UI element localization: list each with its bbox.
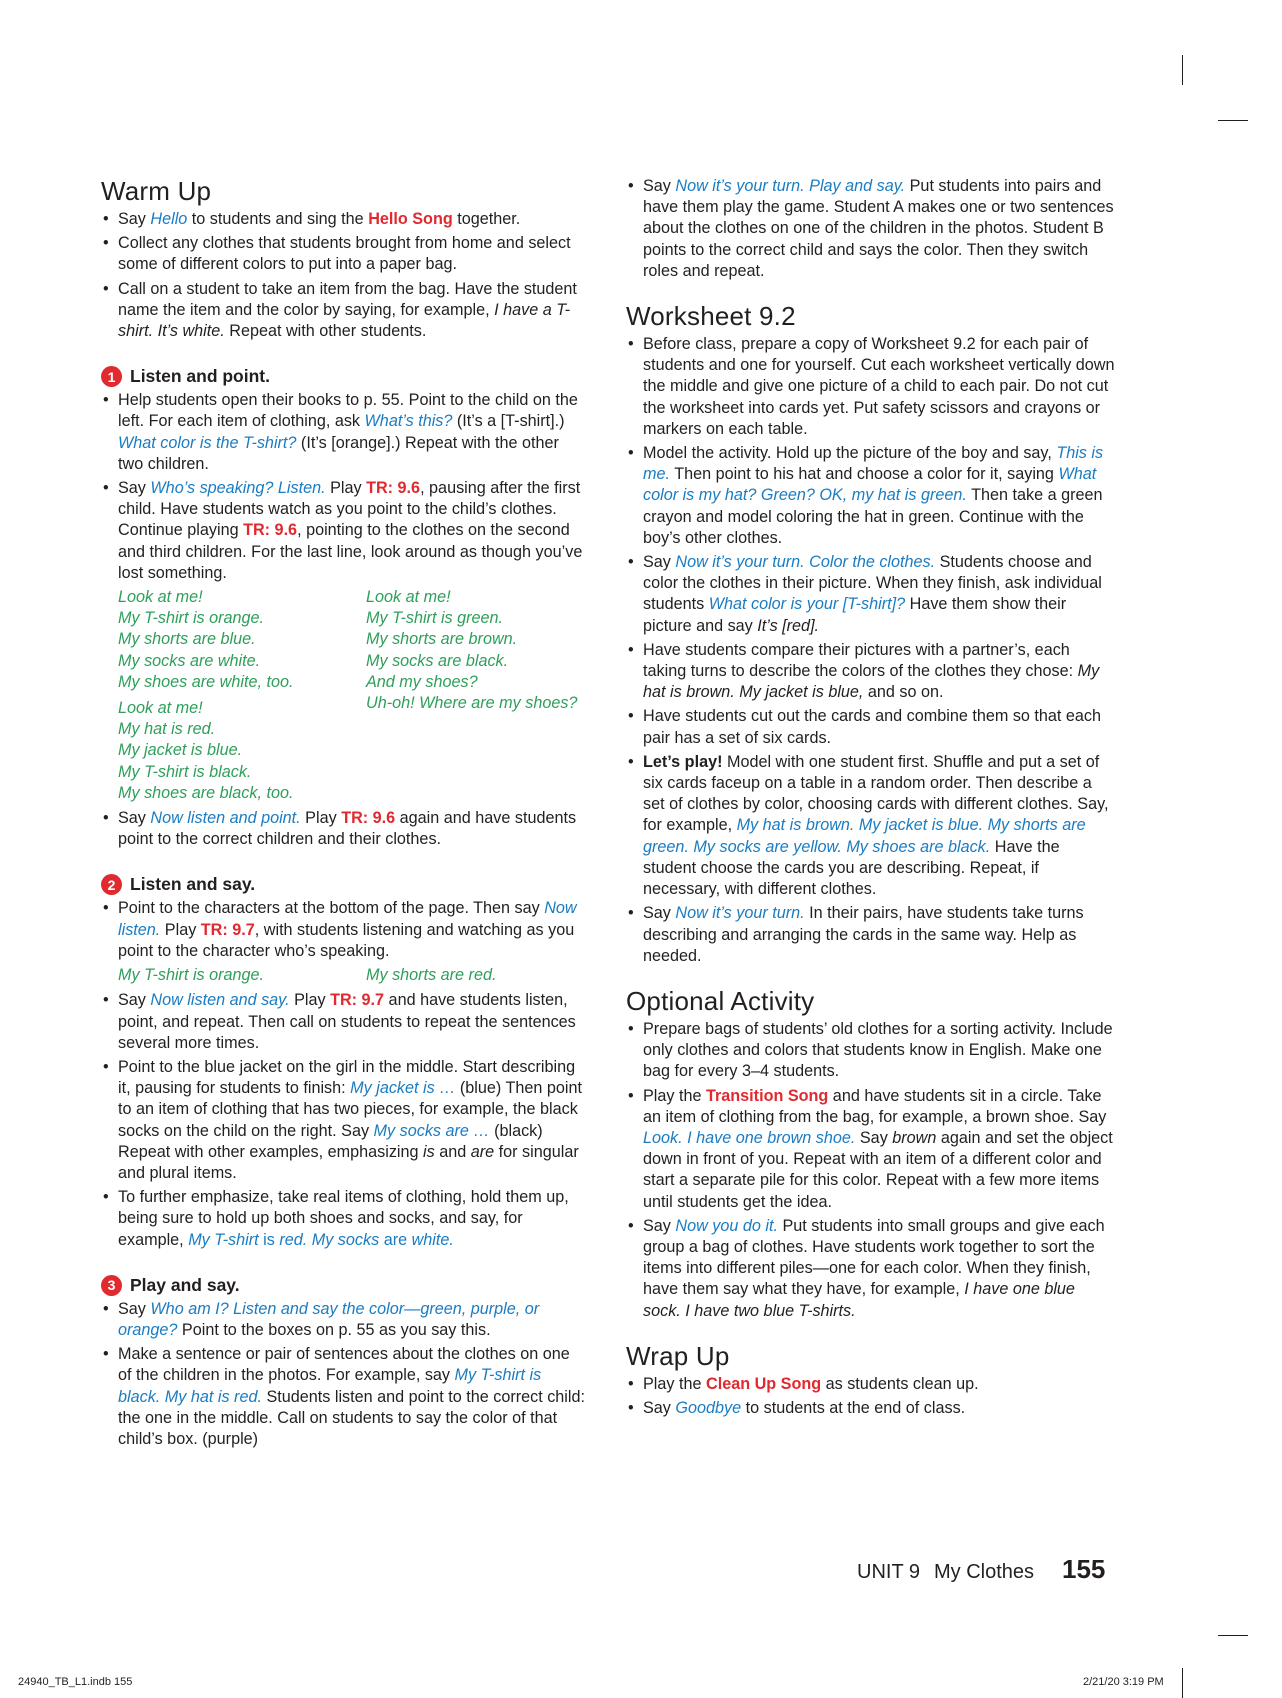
- song-line: My socks are black.: [366, 651, 509, 670]
- activity-1-list: Help students open their books to p. 55.…: [101, 390, 587, 584]
- list-item: Say Now it’s your turn. In their pairs, …: [626, 903, 1116, 967]
- song-column-right: Look at me! My T-shirt is green. My shor…: [366, 587, 587, 804]
- print-slug-date: 2/21/20 3:19 PM: [1083, 1676, 1164, 1688]
- song-line: My hat is red.: [118, 720, 216, 739]
- crop-mark: [1218, 1635, 1248, 1636]
- list-item: Play the Clean Up Song as students clean…: [626, 1374, 1116, 1395]
- activity-2-list: Point to the characters at the bottom of…: [101, 898, 587, 962]
- list-item: Say Now you do it. Put students into sma…: [626, 1216, 1116, 1322]
- chant-lines: My T-shirt is orange. My shorts are red.: [101, 965, 587, 986]
- song-line: My T-shirt is green.: [366, 609, 504, 628]
- chant-line: My shorts are red.: [366, 966, 497, 985]
- print-slug-file: 24940_TB_L1.indb 155: [18, 1676, 133, 1688]
- crop-mark: [1218, 120, 1248, 121]
- activity-3-list-cont: Say Now it’s your turn. Play and say. Pu…: [626, 176, 1116, 282]
- optional-activity-heading: Optional Activity: [626, 985, 815, 1016]
- activity-3-list: Say Who am I? Listen and say the color—g…: [101, 1299, 587, 1450]
- song-line: My T-shirt is black.: [118, 762, 252, 781]
- activity-2-list-cont: Say Now listen and say. Play TR: 9.7 and…: [101, 990, 587, 1250]
- list-item: Say Hello to students and sing the Hello…: [101, 209, 587, 230]
- list-item: Prepare bags of students’ old clothes fo…: [626, 1019, 1116, 1083]
- list-item: Have students cut out the cards and comb…: [626, 706, 1116, 748]
- list-item: Say Now listen and point. Play TR: 9.6 a…: [101, 808, 587, 850]
- step-number-badge: 3: [101, 1274, 122, 1296]
- list-item: Model the activity. Hold up the picture …: [626, 443, 1116, 549]
- step-number-badge: 1: [101, 366, 122, 388]
- list-item: Say Now listen and say. Play TR: 9.7 and…: [101, 990, 587, 1054]
- list-item: Call on a student to take an item from t…: [101, 279, 587, 343]
- song-line: Look at me!: [366, 588, 451, 607]
- song-line: Look at me!: [118, 699, 203, 718]
- worksheet-heading: Worksheet 9.2: [626, 301, 796, 332]
- song-line: My shorts are brown.: [366, 630, 518, 649]
- warm-up-list: Say Hello to students and sing the Hello…: [101, 209, 587, 342]
- song-column-left: Look at me! My T-shirt is orange. My sho…: [118, 587, 366, 804]
- list-item: Play the Transition Song and have studen…: [626, 1086, 1116, 1213]
- chant-line: My T-shirt is orange.: [118, 966, 265, 985]
- crop-mark: [1182, 55, 1183, 85]
- list-item: Have students compare their pictures wit…: [626, 640, 1116, 704]
- list-item: Make a sentence or pair of sentences abo…: [101, 1344, 587, 1450]
- page-number: 155: [1062, 1554, 1106, 1584]
- list-item: Say Now it’s your turn. Play and say. Pu…: [626, 176, 1116, 282]
- list-item: Before class, prepare a copy of Workshee…: [626, 334, 1116, 440]
- page-footer: UNIT 9 My Clothes 155: [857, 1554, 1105, 1585]
- warm-up-heading: Warm Up: [101, 176, 212, 206]
- activity-1-list-cont: Say Now listen and point. Play TR: 9.6 a…: [101, 808, 587, 850]
- wrap-up-list: Play the Clean Up Song as students clean…: [626, 1374, 1116, 1420]
- left-column: Warm Up Say Hello to students and sing t…: [101, 176, 587, 1453]
- list-item: Collect any clothes that students brough…: [101, 233, 587, 275]
- list-item: Point to the characters at the bottom of…: [101, 898, 587, 962]
- list-item: Say Now it’s your turn. Color the clothe…: [626, 552, 1116, 637]
- unit-title: My Clothes: [933, 1561, 1035, 1583]
- wrap-up-heading: Wrap Up: [626, 1340, 730, 1371]
- right-column: Say Now it’s your turn. Play and say. Pu…: [626, 176, 1116, 1422]
- song-line: My shoes are white, too.: [118, 672, 294, 691]
- song-line: My socks are white.: [118, 651, 261, 670]
- list-item: Say Who’s speaking? Listen. Play TR: 9.6…: [101, 478, 587, 584]
- list-item: To further emphasize, take real items of…: [101, 1187, 587, 1251]
- song-line: And my shoes?: [366, 672, 478, 691]
- list-item: Say Goodbye to students at the end of cl…: [626, 1398, 1116, 1419]
- list-item: Point to the blue jacket on the girl in …: [101, 1057, 587, 1184]
- list-item: Say Who am I? Listen and say the color—g…: [101, 1299, 587, 1341]
- list-item: Help students open their books to p. 55.…: [101, 390, 587, 475]
- song-line: Look at me!: [118, 588, 203, 607]
- song-lyrics: Look at me! My T-shirt is orange. My sho…: [101, 587, 587, 804]
- optional-activity-list: Prepare bags of students’ old clothes fo…: [626, 1019, 1116, 1322]
- worksheet-list: Before class, prepare a copy of Workshee…: [626, 334, 1116, 967]
- song-line: My T-shirt is orange.: [118, 609, 265, 628]
- crop-mark: [1182, 1668, 1183, 1698]
- song-line: My jacket is blue.: [118, 741, 243, 760]
- list-item: Let’s play! Model with one student first…: [626, 752, 1116, 900]
- song-line: My shoes are black, too.: [118, 783, 294, 802]
- step-number-badge: 2: [101, 874, 122, 896]
- unit-label: UNIT 9: [857, 1561, 920, 1583]
- song-line: My shorts are blue.: [118, 630, 256, 649]
- song-line: Uh-oh! Where are my shoes?: [366, 694, 578, 713]
